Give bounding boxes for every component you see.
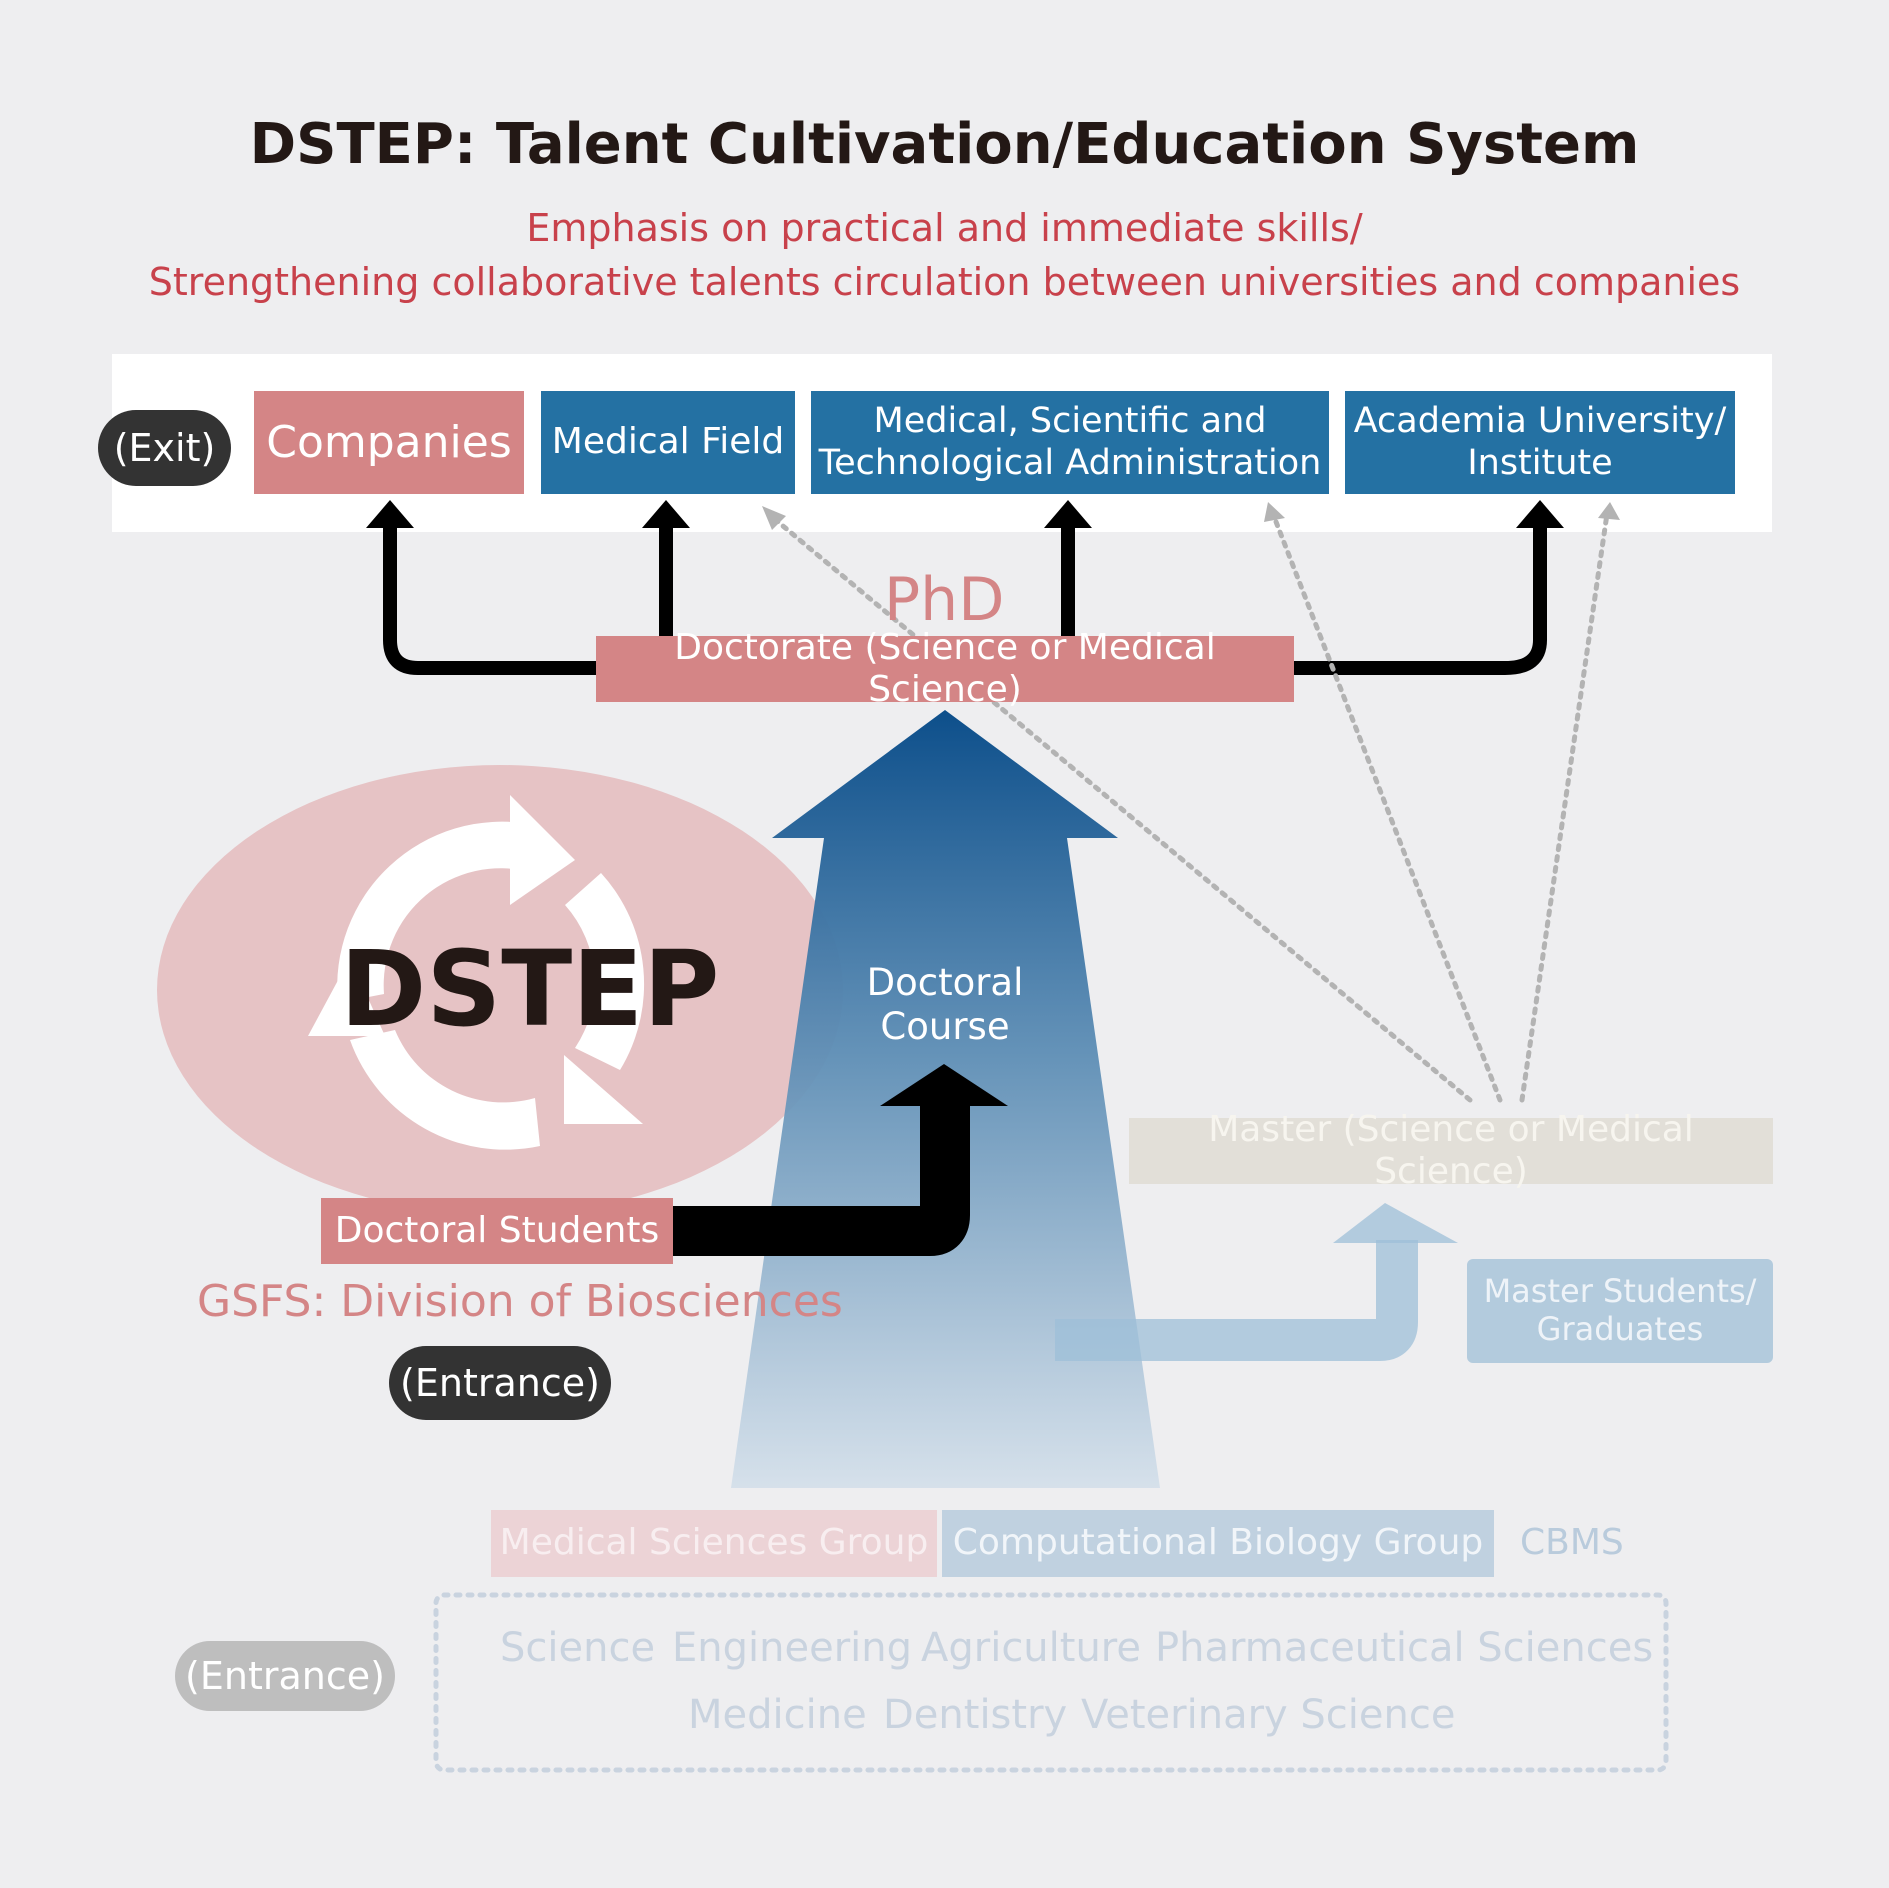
entrance-pill: (Entrance)	[389, 1346, 611, 1420]
dstep-label: DSTEP	[340, 928, 720, 1050]
faculty-medicine: Medicine	[688, 1692, 867, 1738]
up-arrow-icon	[366, 500, 1564, 528]
dotted-arrow-icon	[768, 511, 1610, 1103]
academia-line-1: Academia University/	[1353, 401, 1727, 442]
cbms-label: CBMS	[1520, 1522, 1624, 1563]
master-box: Master (Science or Medical Science)	[1129, 1109, 1773, 1192]
doctoral-students-arrow	[670, 1102, 970, 1256]
faculty-engineering: Engineering	[672, 1625, 912, 1671]
administration-box: Medical, Scientific and Technological Ad…	[811, 391, 1329, 494]
doctoral-course-label: Doctoral Course	[840, 955, 1050, 1055]
companies-box: Companies	[254, 391, 524, 494]
master-students-line-1: Master Students/	[1483, 1272, 1757, 1311]
dotted-arrowheads	[762, 502, 1620, 530]
subtitle-line-1: Emphasis on practical and immediate skil…	[526, 206, 1363, 250]
medical-sciences-group-box: Medical Sciences Group	[491, 1510, 937, 1577]
administration-line-2: Technological Administration	[818, 442, 1322, 483]
doctoral-course-line-1: Doctoral	[866, 961, 1024, 1005]
faculty-veterinary-science: Veterinary Science	[1081, 1692, 1456, 1738]
administration-line-1: Medical, Scientific and	[873, 401, 1267, 442]
exit-pill: (Exit)	[98, 410, 231, 486]
subtitle-line-2: Strengthening collaborative talents circ…	[148, 260, 1741, 304]
faculties-box	[433, 1592, 1669, 1773]
computational-biology-group-box: Computational Biology Group	[942, 1510, 1494, 1577]
dstep-ellipse	[157, 765, 843, 1215]
entrance-faded-pill: (Entrance)	[175, 1641, 395, 1711]
medical-field-box: Medical Field	[541, 391, 795, 494]
gsfs-label: GSFS: Division of Biosciences	[197, 1276, 843, 1327]
doctoral-students-box: Doctoral Students	[321, 1198, 673, 1264]
master-students-box: Master Students/ Graduates	[1467, 1259, 1773, 1363]
master-students-arrow	[1055, 1240, 1418, 1361]
faculty-science: Science	[500, 1625, 656, 1671]
circular-arrows-icon	[308, 795, 645, 1150]
doctoral-course-line-2: Course	[880, 1005, 1010, 1048]
doctoral-arrowhead	[880, 1064, 1008, 1106]
master-arrowhead	[1333, 1203, 1458, 1243]
master-students-line-2: Graduates	[1536, 1310, 1704, 1348]
faculty-dentistry: Dentistry	[883, 1692, 1068, 1738]
phd-label: PhD	[884, 565, 1005, 635]
academia-box: Academia University/ Institute	[1345, 391, 1735, 494]
page-title: DSTEP: Talent Cultivation/Education Syst…	[249, 112, 1640, 177]
faculty-pharmaceutical-sciences: Pharmaceutical Sciences	[1155, 1625, 1654, 1671]
doctorate-box: Doctorate (Science or Medical Science)	[596, 627, 1294, 710]
faculty-agriculture: Agriculture	[921, 1625, 1141, 1671]
academia-line-2: Institute	[1467, 442, 1613, 483]
